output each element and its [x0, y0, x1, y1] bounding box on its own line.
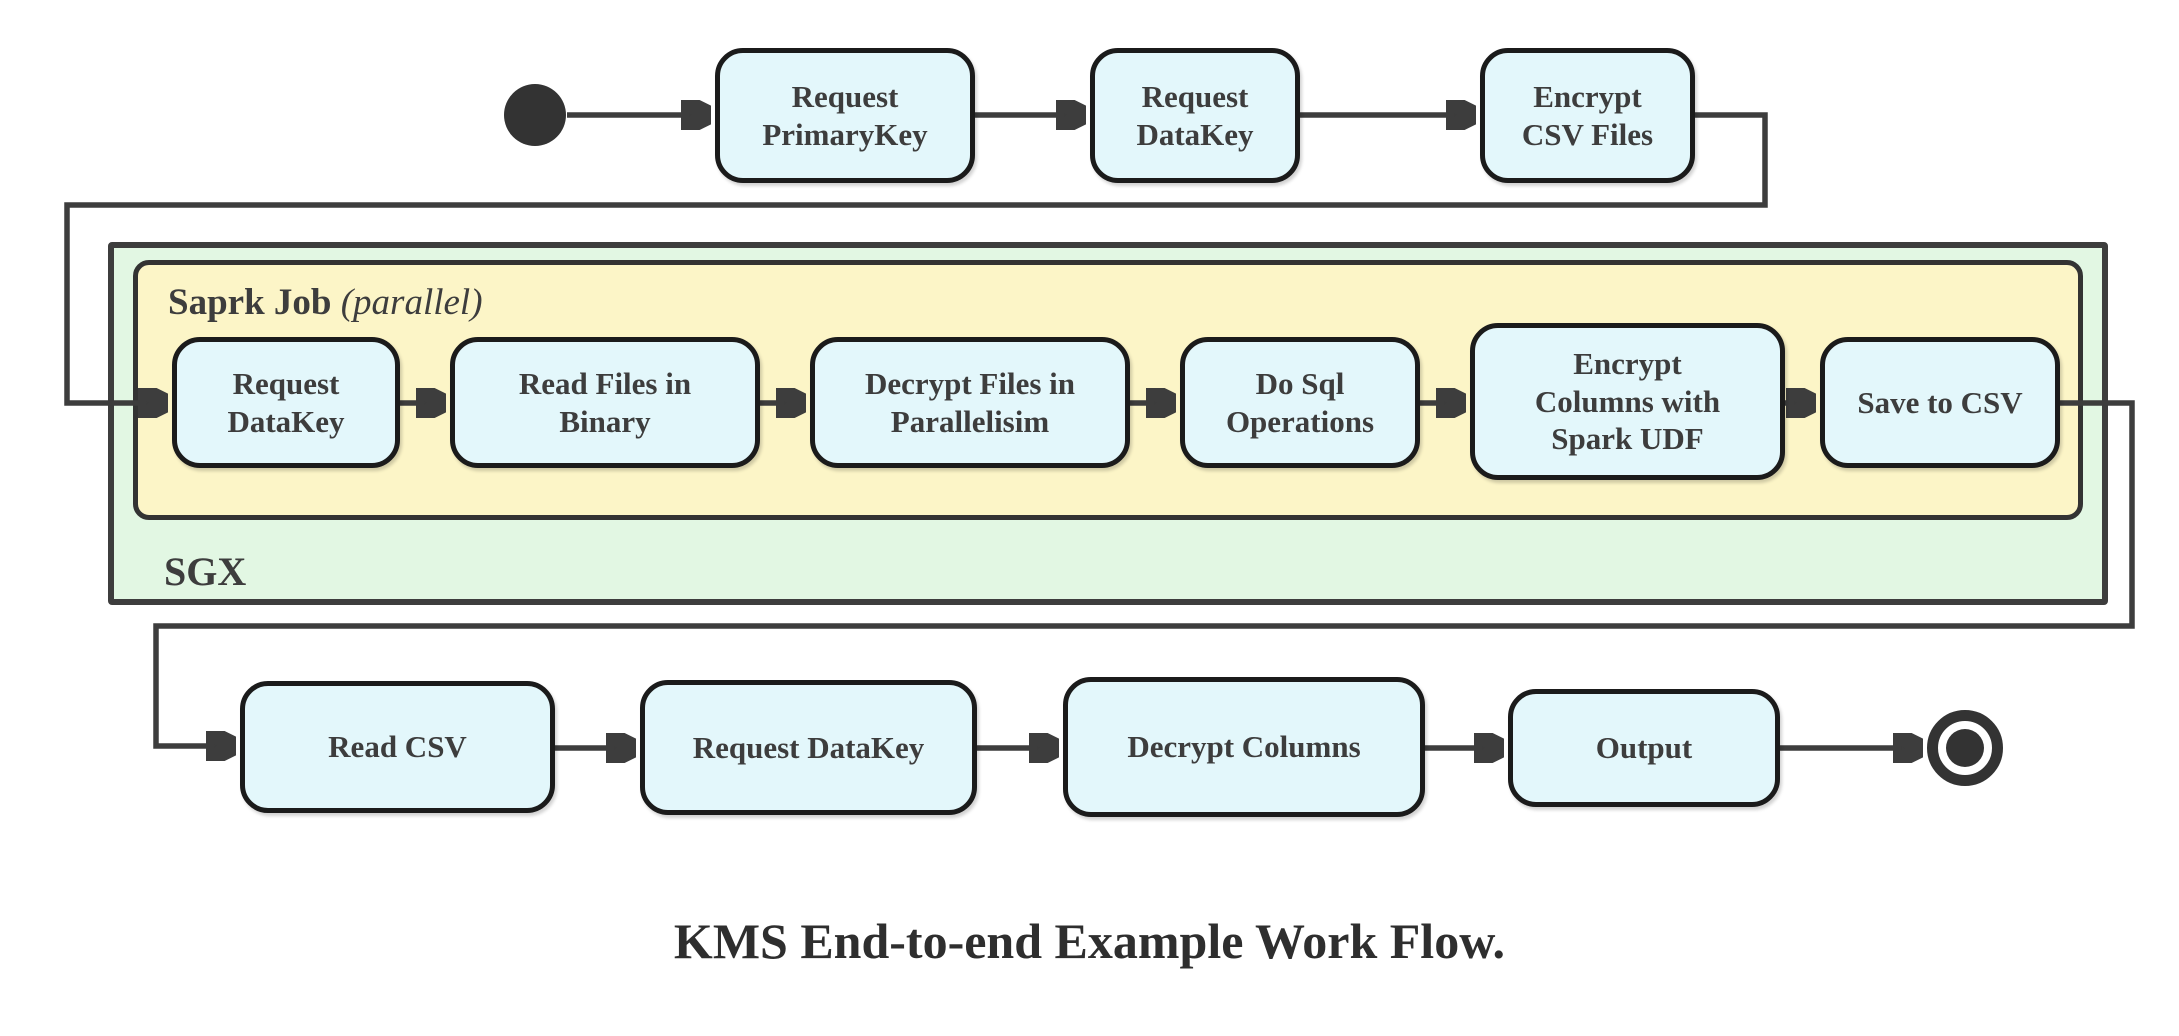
end-node — [1927, 710, 2003, 786]
diagram-title: KMS End-to-end Example Work Flow. — [673, 913, 1506, 969]
node-request-datakey-mid: Request DataKey — [172, 337, 400, 468]
node-decrypt-columns: Decrypt Columns — [1063, 677, 1425, 817]
start-node — [504, 84, 566, 146]
node-read-files-in-binary: Read Files in Binary — [450, 337, 760, 468]
edge-encrypt-csv-files-to-request-datakey-mid — [64, 112, 1768, 403]
node-encrypt-columns-with-spark-udf: Encrypt Columns with Spark UDF — [1470, 323, 1785, 480]
sgx-label: SGX — [164, 549, 247, 594]
node-encrypt-csv-files: Encrypt CSV Files — [1480, 48, 1695, 183]
spark-job-label-mode: (parallel) — [340, 282, 483, 323]
spark-job-label: Saprk Job (parallel) — [168, 281, 483, 324]
node-do-sql-operations: Do Sql Operations — [1180, 337, 1420, 468]
node-request-datakey-top: Request DataKey — [1090, 48, 1300, 183]
node-decrypt-files-in-parallelisim: Decrypt Files in Parallelisim — [810, 337, 1130, 468]
node-save-to-csv: Save to CSV — [1820, 337, 2060, 468]
end-node-dot — [1946, 729, 1984, 767]
spark-job-label-name: Saprk Job — [168, 282, 332, 323]
node-request-primarykey: Request PrimaryKey — [715, 48, 975, 183]
node-read-csv: Read CSV — [240, 681, 555, 813]
node-request-datakey-bottom: Request DataKey — [640, 680, 977, 815]
edge-save-to-csv-to-read-csv — [153, 400, 2135, 746]
node-output: Output — [1508, 689, 1780, 807]
